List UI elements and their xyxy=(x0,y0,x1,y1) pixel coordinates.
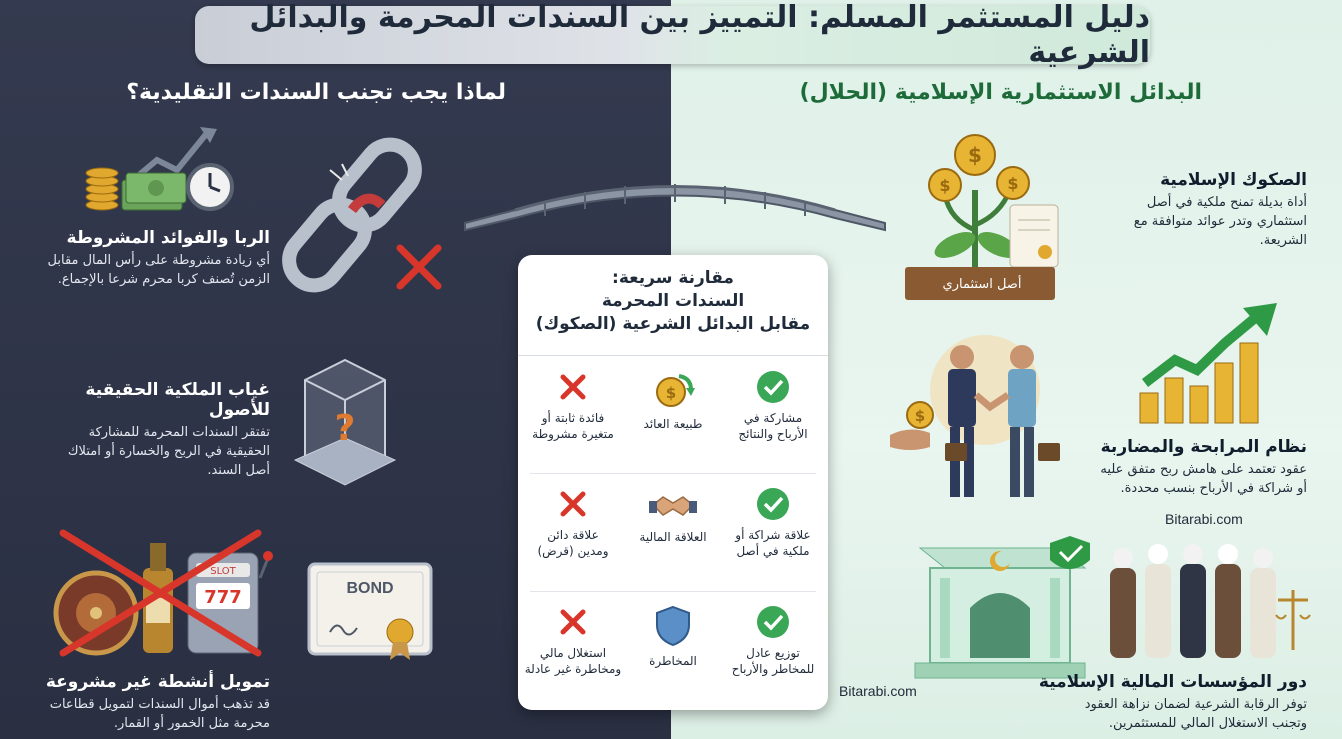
murabaha-item: نظام المرابحة والمضاربة عقود تعتمد على ه… xyxy=(1027,437,1307,499)
unlawful-activities-item: تمويل أنشطة غير مشروعة قد تذهب أموال الس… xyxy=(20,672,270,734)
haram-text-line2: ومخاطرة غير عادلة xyxy=(524,662,622,677)
comparison-card: مقارنة سريعة: السندات المحرمة مقابل البد… xyxy=(518,255,828,710)
comparison-header-divider xyxy=(518,355,828,356)
comparison-row: علاقة شراكة أو ملكية في أصل العلاقة الما… xyxy=(518,487,828,605)
criterion-text: المخاطرة xyxy=(649,654,697,668)
halal-cell: علاقة شراكة أو ملكية في أصل xyxy=(723,487,823,559)
coin-cycle-icon: $ xyxy=(656,374,695,407)
comparison-title-line1: مقارنة سريعة: xyxy=(612,268,734,288)
slot-label: SLOT xyxy=(210,566,236,577)
sukuk-desc-line1: أداة بديلة تمنح ملكية في أصل xyxy=(1146,195,1307,210)
svg-text:$: $ xyxy=(1007,174,1018,193)
halal-text-line2: للمخاطر والأرباح xyxy=(731,662,815,677)
sukuk-desc-line2: استثماري وتدر عوائد متوافقة مع xyxy=(1133,213,1307,229)
svg-text:$: $ xyxy=(968,143,982,167)
ownership-heading: غياب الملكية الحقيقية للأصول xyxy=(85,380,270,420)
halal-text-line2: الأرباح والنتائج xyxy=(738,427,808,442)
halal-text-line1: مشاركة في xyxy=(743,411,803,425)
svg-text:$: $ xyxy=(666,384,676,402)
unlawful-desc-line2: محرمة مثل الخمور أو القمار. xyxy=(113,715,270,731)
institutions-desc-line2: وتجنب الاستغلال المالي للمستثمرين. xyxy=(1108,715,1307,731)
money-plant-icon: $ $ $ xyxy=(905,134,1059,300)
coins-money-clock-icon xyxy=(85,127,234,211)
haram-text-line2: متغيرة مشروطة xyxy=(532,427,614,442)
institutions-heading: دور المؤسسات المالية الإسلامية xyxy=(1038,672,1307,692)
unlawful-heading: تمويل أنشطة غير مشروعة xyxy=(45,672,270,692)
bond-certificate-icon: BOND xyxy=(307,562,433,660)
growth-bar-chart-icon xyxy=(1139,303,1277,424)
right-section-heading: البدائل الاستثمارية الإسلامية (الحلال) xyxy=(799,80,1202,105)
halal-text-line1: توزيع عادل xyxy=(746,646,800,660)
murabaha-desc-line2: أو شراكة في الأرباح بنسب محددة. xyxy=(1120,480,1307,496)
broken-chain-icon xyxy=(282,137,442,293)
halal-text-line2: ملكية في أصل xyxy=(736,544,810,559)
bridge-illustration xyxy=(464,184,886,232)
halal-text-line1: علاقة شراكة أو xyxy=(735,528,811,542)
cross-icon xyxy=(560,609,586,635)
murabaha-desc-line1: عقود تعتمد على هامش ربح متفق عليه xyxy=(1100,462,1307,477)
sukuk-item: الصكوك الإسلامية أداة بديلة تمنح ملكية ف… xyxy=(1067,170,1307,251)
handshake-icon xyxy=(649,496,697,516)
haram-cell: علاقة دائن ومدين (قرض) xyxy=(523,487,623,559)
islamic-institution-icon xyxy=(914,536,1090,679)
criterion-text: العلاقة المالية xyxy=(639,530,707,544)
riba-desc-line2: الزمن تُصنف كربا محرم شرعا بالإجماع. xyxy=(57,271,270,287)
ownership-desc-line2: الحقيقية في الربح والخسارة أو امتلاك xyxy=(67,443,270,459)
haram-text-line1: فائدة ثابتة أو xyxy=(541,411,605,425)
gambling-alcohol-crossed-icon: SLOT 777 xyxy=(53,529,273,657)
cross-icon xyxy=(560,374,586,400)
comparison-title-line3: مقابل البدائل الشرعية (الصكوك) xyxy=(535,313,811,334)
title-banner: دليل المستثمر المسلم: التمييز بين السندا… xyxy=(195,0,1150,70)
svg-text:$: $ xyxy=(939,176,950,195)
svg-text:$: $ xyxy=(915,407,925,425)
halal-cell: توزيع عادل للمخاطر والأرباح xyxy=(723,605,823,677)
row-divider xyxy=(530,473,816,474)
comparison-row: مشاركة في الأرباح والنتائج $ طبيعة العائ… xyxy=(518,370,828,488)
riba-item: الربا والفوائد المشروطة أي زيادة مشروطة … xyxy=(20,228,270,290)
cross-icon xyxy=(560,491,586,517)
comparison-title-line2: السندات المحرمة xyxy=(601,290,745,311)
empty-glass-box-icon: ? xyxy=(293,358,397,486)
haram-text-line1: استغلال مالي xyxy=(539,646,607,660)
ownership-desc-line3: أصل السند. xyxy=(207,462,270,478)
criterion-cell: المخاطرة xyxy=(623,605,723,669)
left-section-heading: لماذا يجب تجنب السندات التقليدية؟ xyxy=(126,80,506,105)
comparison-row: توزيع عادل للمخاطر والأرباح المخاطرة است… xyxy=(518,605,828,723)
check-icon xyxy=(757,371,789,403)
institutions-desc-line1: توفر الرقابة الشرعية لضمان نزاهة العقود xyxy=(1084,697,1307,712)
sukuk-desc-line3: الشريعة. xyxy=(1259,232,1307,248)
check-icon xyxy=(757,488,789,520)
murabaha-heading: نظام المرابحة والمضاربة xyxy=(1100,437,1307,457)
institutions-item: دور المؤسسات المالية الإسلامية توفر الرق… xyxy=(1007,672,1307,734)
asset-label: أصل استثماري xyxy=(942,277,1022,292)
haram-text-line2: ومدين (قرض) xyxy=(537,544,609,559)
haram-text-line1: علاقة دائن xyxy=(547,528,599,542)
comparison-title: مقارنة سريعة: السندات المحرمة مقابل البد… xyxy=(518,267,828,336)
criterion-cell: العلاقة المالية xyxy=(623,487,723,545)
watermark-2: Bitarabi.com xyxy=(839,683,917,699)
scholars-board-icon xyxy=(1110,544,1311,658)
unlawful-desc-line1: قد تذهب أموال السندات لتمويل قطاعات xyxy=(49,697,270,712)
ownership-desc-line1: تفتقر السندات المحرمة للمشاركة xyxy=(88,425,270,440)
halal-cell: مشاركة في الأرباح والنتائج xyxy=(723,370,823,442)
bond-label: BOND xyxy=(346,580,393,597)
ownership-item: غياب الملكية الحقيقية للأصول تفتقر السند… xyxy=(20,380,270,481)
riba-heading: الربا والفوائد المشروطة xyxy=(66,228,270,248)
sukuk-heading: الصكوك الإسلامية xyxy=(1160,170,1307,190)
haram-cell: فائدة ثابتة أو متغيرة مشروطة xyxy=(523,370,623,442)
riba-desc-line1: أي زيادة مشروطة على رأس المال مقابل xyxy=(47,253,270,268)
watermark-1: Bitarabi.com xyxy=(1165,511,1243,527)
svg-text:?: ? xyxy=(335,408,356,449)
criterion-cell: $ طبيعة العائد xyxy=(623,370,723,432)
check-icon xyxy=(757,606,789,638)
criterion-text: طبيعة العائد xyxy=(643,417,703,431)
shield-icon xyxy=(656,605,690,647)
handshake-investors-icon: $ xyxy=(890,335,1060,497)
row-divider xyxy=(530,591,816,592)
page-title: دليل المستثمر المسلم: التمييز بين السندا… xyxy=(249,0,1150,70)
haram-cell: استغلال مالي ومخاطرة غير عادلة xyxy=(523,605,623,677)
slot-digits: 777 xyxy=(204,587,242,608)
